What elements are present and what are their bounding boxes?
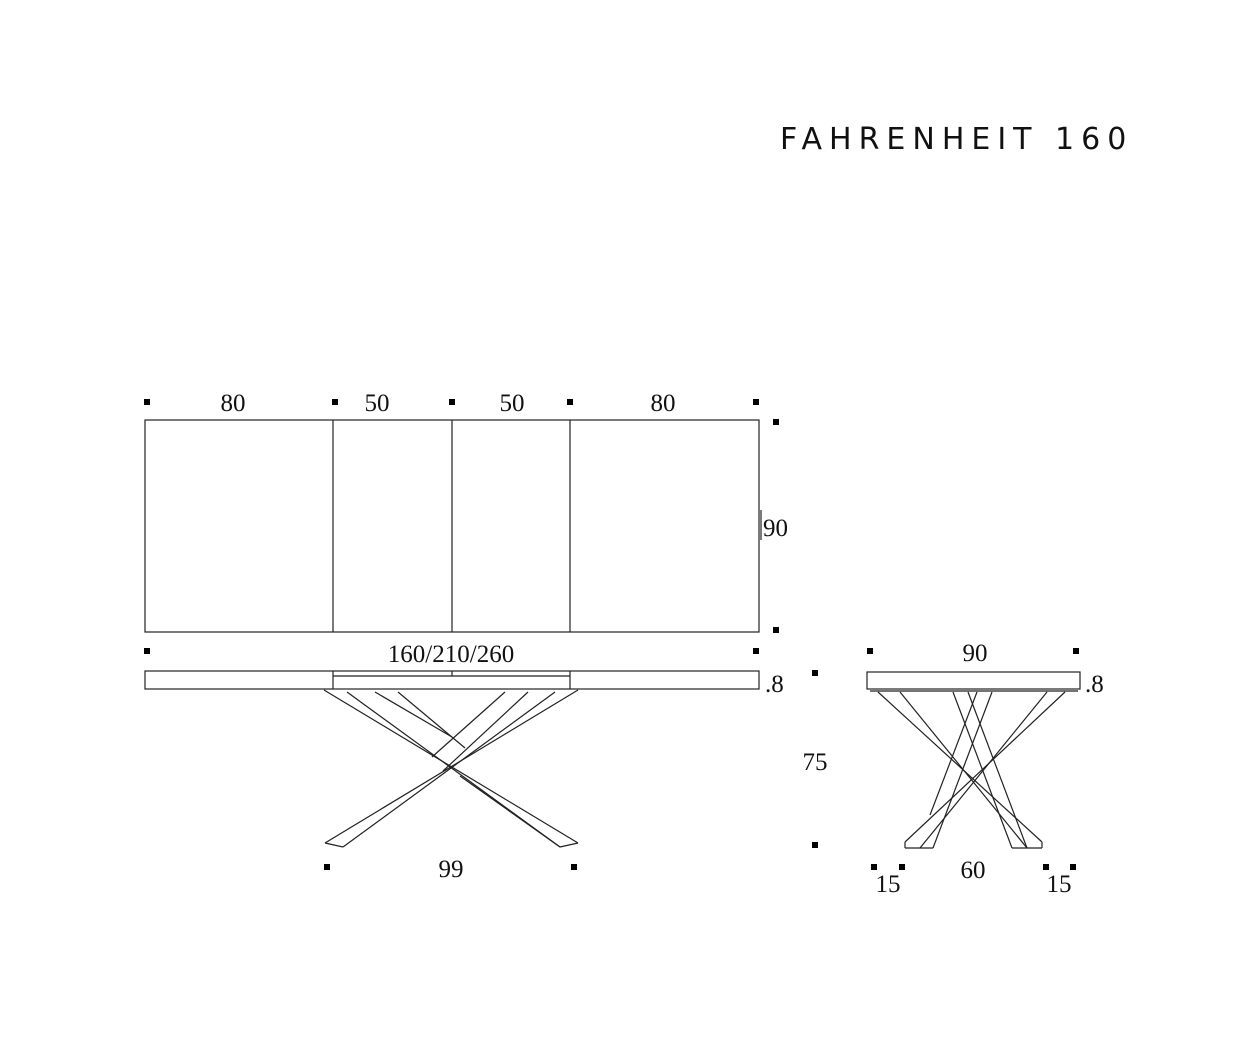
product-title: FAHRENHEIT 160 (780, 122, 1133, 157)
leg-span-dimension: 60 (961, 857, 986, 884)
tabletop-end (866, 671, 1081, 690)
leg-span-dimension: 99 (439, 856, 464, 883)
width-dimension: 90 (963, 640, 988, 667)
front-view: .8 75 99 (144, 670, 828, 883)
height-dimension: 75 (803, 749, 828, 776)
top-thickness-dimension: .8 (1085, 671, 1104, 698)
length-dimension: 160/210/260 (388, 641, 514, 668)
foot-right-dimension: 15 (1047, 871, 1072, 898)
top-view: 80 50 50 80 90 160/210/260 (144, 390, 788, 668)
dimension-markers (144, 399, 779, 654)
segment-dimension: 50 (500, 390, 525, 417)
side-view: 90 .8 15 60 15 (866, 640, 1104, 898)
segment-dimension: 80 (651, 390, 676, 417)
depth-dimension: 90 (763, 515, 788, 542)
crossed-legs (877, 691, 1066, 849)
foot-left-dimension: 15 (876, 871, 901, 898)
crossed-legs (323, 689, 579, 848)
segment-dimension: 80 (221, 390, 246, 417)
segment-dimension: 50 (365, 390, 390, 417)
top-thickness-dimension: .8 (765, 671, 784, 698)
